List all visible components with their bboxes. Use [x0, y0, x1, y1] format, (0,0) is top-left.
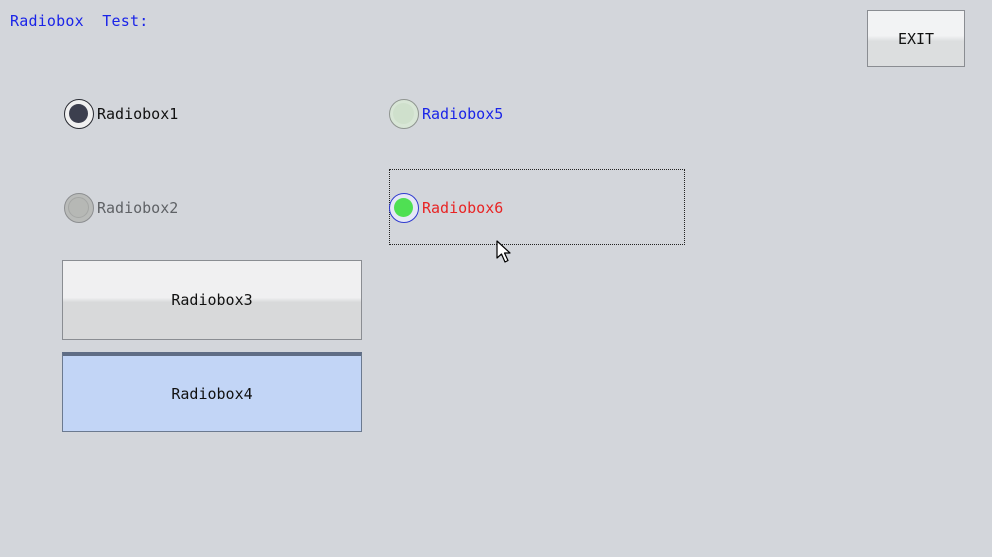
radiobox-2-label: Radiobox2 [97, 199, 179, 217]
radiobox-3-button[interactable]: Radiobox3 [62, 260, 362, 340]
page-title: Radiobox Test: [10, 12, 149, 30]
radiobox-1-label: Radiobox1 [97, 105, 179, 123]
radio-checked-green-icon [389, 193, 419, 223]
mouse-pointer-icon [496, 240, 511, 263]
radiobox-2: Radiobox2 [64, 193, 178, 223]
radiobox-1[interactable]: Radiobox1 [64, 99, 178, 129]
radiobox-5-label: Radiobox5 [422, 105, 504, 123]
radiobox-6[interactable]: Radiobox6 [389, 193, 503, 223]
exit-button[interactable]: EXIT [867, 10, 965, 67]
radiobox-5[interactable]: Radiobox5 [389, 99, 503, 129]
radiobox-6-label: Radiobox6 [422, 199, 504, 217]
radio-checked-icon [64, 99, 94, 129]
radio-disabled-icon [64, 193, 94, 223]
radiobox-4-button[interactable]: Radiobox4 [62, 352, 362, 432]
radio-unchecked-icon [389, 99, 419, 129]
